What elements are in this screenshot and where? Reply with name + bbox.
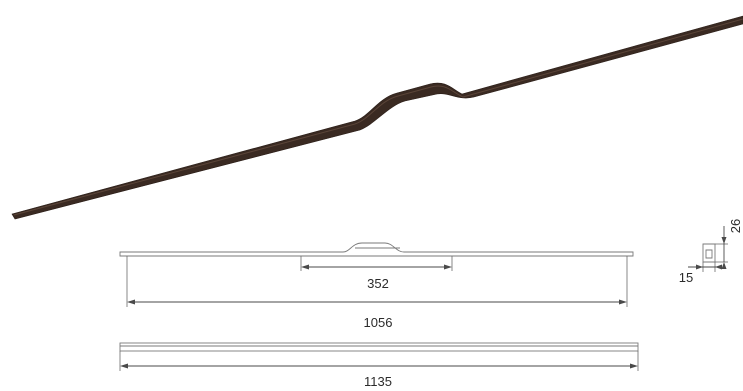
hole-spacing-label: 1056 xyxy=(364,315,393,330)
grip-width-label: 352 xyxy=(367,276,389,291)
handle-profile-view: 26 15 xyxy=(679,219,743,285)
handle-top-highlight xyxy=(13,18,743,216)
handle-body xyxy=(11,15,743,220)
handle-top-view xyxy=(119,342,639,352)
handle-front-view xyxy=(119,242,634,257)
front-view-outline xyxy=(119,242,634,257)
height-label: 26 xyxy=(728,219,743,233)
profile-outline xyxy=(702,243,716,263)
hole-spacing-dimension: 1056 xyxy=(126,256,628,330)
overall-length-dimension: 1135 xyxy=(119,351,639,389)
top-view-outline xyxy=(119,342,639,352)
handle-perspective-view xyxy=(11,15,743,220)
overall-length-label: 1135 xyxy=(364,374,392,389)
depth-label: 15 xyxy=(679,270,693,285)
grip-width-dimension: 352 xyxy=(300,256,453,291)
